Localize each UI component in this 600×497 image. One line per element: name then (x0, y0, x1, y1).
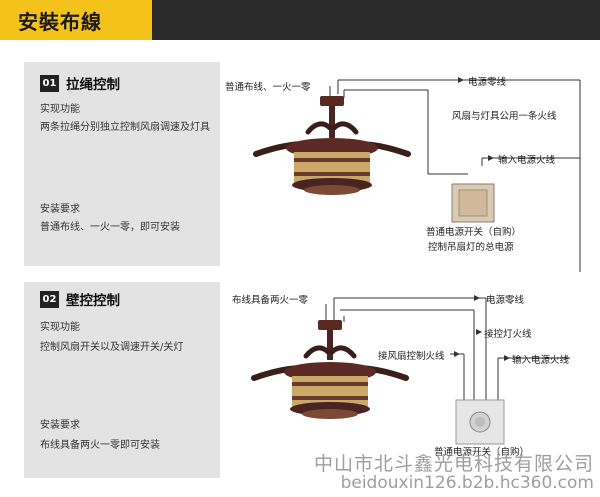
section-1-diagram: 普通布线、一火一零 电源零线 风扇与灯具公用一条火线 输入电源火线 普通电源开关… (220, 62, 600, 272)
section-2-fan-arrow (454, 351, 460, 357)
watermark-url: beidouxin126.b2b.hc360.com (340, 473, 594, 493)
section-2-live-arrow (504, 355, 510, 361)
section-1-label-switch-desc: 控制吊扇灯的总电源 (428, 242, 514, 253)
section-2-fan (251, 320, 409, 419)
section-1-requirement-text: 普通布线、一火一零，即可安装 (40, 222, 180, 233)
section-2-panel: 02 壁控控制 实现功能 控制风扇开关以及调速开关/关灯 安装要求 布线具备两火… (24, 282, 220, 478)
section-1-label-live: 输入电源火线 (498, 155, 556, 166)
section-2-label-top-left: 布线具备两火一零 (232, 295, 309, 306)
section-1-number: 01 (40, 75, 59, 92)
section-1-switch (451, 183, 495, 223)
section-2-label-lamp-live: 接控灯火线 (484, 329, 532, 340)
section-2-label-fan-live: 接风扇控制火线 (378, 351, 445, 362)
section-2-requirement-text: 布线具备两火一零即可安装 (40, 440, 160, 451)
section-2-lamp-arrow (476, 329, 482, 335)
section-1-panel: 01 拉绳控制 实现功能 两条拉绳分别独立控制风扇调速及灯具 安装要求 普通布线… (24, 62, 220, 266)
section-2-neutral-arrow (474, 295, 480, 301)
section-2-number: 02 (40, 291, 59, 308)
section-1-title: 拉绳控制 (66, 77, 120, 93)
section-2-wiring-svg (251, 295, 570, 445)
section-1-label-shared: 风扇与灯具公用一条火线 (452, 111, 557, 122)
section-1-wiring-svg (253, 77, 581, 272)
section-1-label-neutral: 电源零线 (468, 77, 507, 88)
watermark-company: 中山市北斗鑫光电科技有限公司 (313, 453, 594, 475)
section-2-switch (455, 399, 505, 445)
header-banner: 安裝布線 (0, 0, 600, 40)
header-tag (0, 0, 152, 40)
section-1-label-switch: 普通电源开关（自购） (426, 227, 522, 238)
section-2-label-live: 输入电源火线 (512, 355, 570, 366)
page-title: 安裝布線 (18, 10, 102, 34)
section-1-requirement-heading: 安装要求 (40, 204, 80, 215)
section-1-feature-text: 两条拉绳分别独立控制风扇调速及灯具 (40, 122, 210, 133)
section-2-feature-heading: 实现功能 (40, 322, 80, 333)
section-2-requirement-heading: 安装要求 (40, 420, 80, 431)
section-1-fan (253, 96, 411, 195)
section-2-title: 壁控控制 (66, 293, 120, 309)
section-2-label-switch: 普通电源开关（自购） (434, 447, 530, 458)
section-1-live-arrow (488, 155, 494, 161)
section-2-diagram: 布线具备两火一零 电源零线 接控灯火线 接风扇控制火线 输入电源火线 普通电源开… (220, 282, 600, 482)
section-1-label-top-left: 普通布线、一火一零 (225, 82, 311, 93)
section-1-feature-heading: 实现功能 (40, 104, 80, 115)
section-2-wires (325, 297, 570, 402)
section-2-label-neutral: 电源零线 (486, 295, 525, 306)
section-2-feature-text: 控制风扇开关以及调速开关/关灯 (40, 342, 184, 353)
section-1-neutral-arrow (458, 77, 464, 83)
